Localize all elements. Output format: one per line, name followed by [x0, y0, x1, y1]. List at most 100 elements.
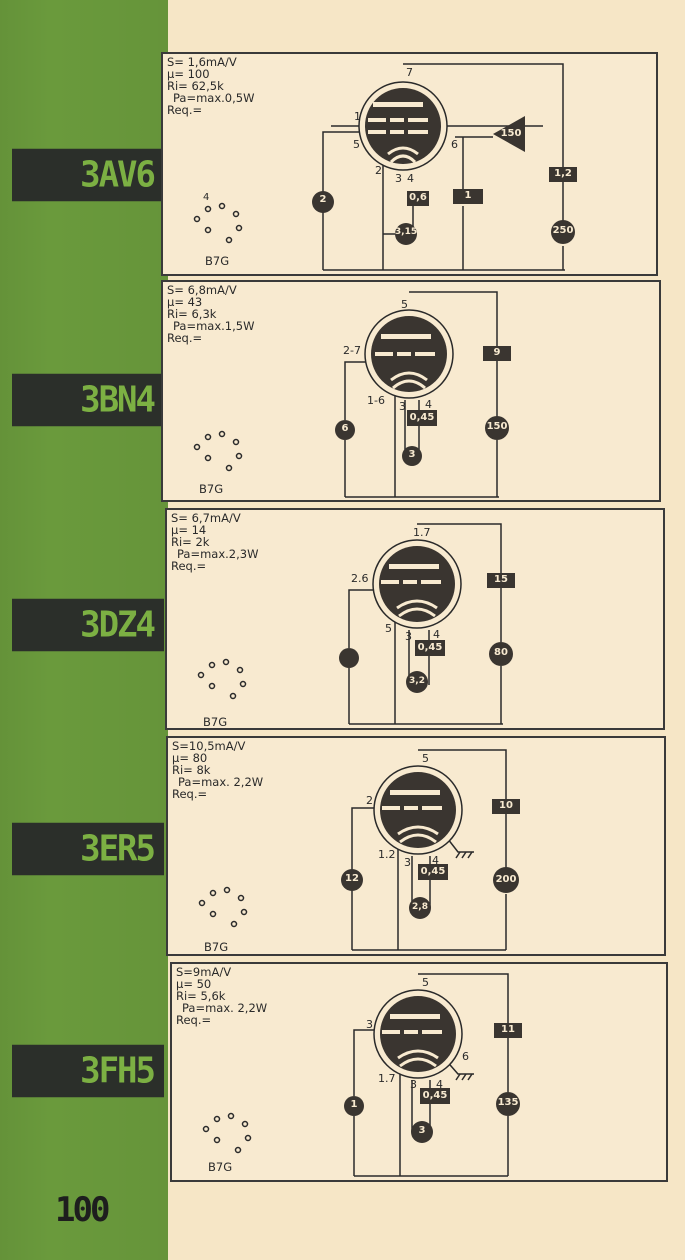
- r2-value: 1,2: [554, 168, 572, 179]
- heater-value: 3: [408, 449, 416, 460]
- circuit-diagram: [193, 63, 577, 271]
- pin-2-label: 2: [375, 164, 382, 177]
- tube-label-3er5: 3ER5: [12, 822, 164, 876]
- pin-1-7-label: 1.7: [413, 526, 431, 539]
- plate-voltage: 200: [495, 874, 517, 885]
- pin-3-top-label: 3: [366, 1018, 373, 1031]
- pin-5-label: 5: [385, 622, 392, 635]
- pin-2-label: 2: [366, 794, 373, 807]
- plate-resistor: 9: [493, 347, 501, 358]
- heater-voltage: 0,45: [422, 1090, 448, 1101]
- spec-block: S= 6,8mA/V μ= 43 Ri= 6,3k Pa=max.1,5W Re…: [167, 284, 254, 344]
- base-type: B7G: [199, 482, 224, 496]
- plate-resistor: 11: [501, 1024, 515, 1035]
- spec-ri: Ri= 8k: [172, 763, 211, 777]
- heater-voltage: 0,45: [420, 866, 446, 877]
- heater-voltage: 0,6: [409, 192, 427, 203]
- tube-label-3av6: 3AV6: [12, 148, 164, 202]
- heater-value: 3,15: [394, 227, 418, 237]
- spec-req: Req.=: [167, 103, 203, 117]
- pin-5-label: 5: [422, 976, 429, 989]
- panel-3fh5: S=9mA/V μ= 50 Ri= 5,6k Pa=max. 2,2W Req.…: [170, 962, 668, 1182]
- spec-req: Req.=: [172, 787, 208, 801]
- spec-pa: Pa=max. 2,2W: [178, 775, 264, 789]
- spec-block: S= 1,6mA/V μ= 100 Ri= 62,5k Pa=max.0,5W …: [167, 56, 254, 116]
- heater-value: 2,8: [412, 902, 428, 912]
- circuit-diagram: [197, 523, 515, 725]
- pin-1-2-label: 1.2: [378, 848, 396, 861]
- spec-ri: Ri= 5,6k: [176, 989, 226, 1003]
- base-type: B7G: [203, 715, 228, 729]
- pin-2-7-label: 2-7: [343, 344, 361, 357]
- pin-7-label: 7: [406, 66, 413, 79]
- pin-5-label: 5: [353, 138, 360, 151]
- plate-resistor: 15: [494, 574, 508, 585]
- spec-pa: Pa=max.1,5W: [173, 319, 255, 333]
- panel-3av6: S= 1,6mA/V μ= 100 Ri= 62,5k Pa=max.0,5W …: [161, 52, 658, 276]
- circuit-diagram: [193, 291, 511, 498]
- spec-s: S=9mA/V: [176, 965, 232, 979]
- base-type: B7G: [204, 940, 229, 954]
- heater-voltage: 0,45: [409, 412, 435, 423]
- pin-4-label: 4: [432, 854, 439, 867]
- spec-ri: Ri= 6,3k: [167, 307, 217, 321]
- grid-value: 1: [350, 1099, 358, 1110]
- tube-label-3bn4: 3BN4: [12, 373, 164, 427]
- output-value: 150: [500, 128, 522, 139]
- tube-label-3dz4: 3DZ4: [12, 598, 164, 652]
- spec-s: S= 1,6mA/V: [167, 55, 237, 69]
- heater-voltage: 0,45: [417, 642, 443, 653]
- spec-mu: μ= 50: [176, 977, 212, 991]
- circuit-diagram: [202, 973, 522, 1177]
- pin-3-label: 3: [410, 1078, 417, 1091]
- heater-value: 3,2: [409, 676, 425, 686]
- spec-req: Req.=: [167, 331, 203, 345]
- panel-3bn4: S= 6,8mA/V μ= 43 Ri= 6,3k Pa=max.1,5W Re…: [161, 280, 661, 502]
- pin-3-label: 3: [399, 400, 406, 413]
- pin-1-7-label: 1.7: [378, 1072, 396, 1085]
- spec-block: S= 6,7mA/V μ= 14 Ri= 2k Pa=max.2,3W Req.…: [171, 512, 258, 572]
- r1-value: 1: [464, 190, 472, 201]
- plate-voltage: 80: [494, 647, 508, 658]
- panel-3er5: S=10,5mA/V μ= 80 Ri= 8k Pa=max. 2,2W Req…: [166, 736, 666, 956]
- base-type: B7G: [205, 254, 230, 268]
- spec-mu: μ= 80: [172, 751, 208, 765]
- spec-pa: Pa=max.0,5W: [173, 91, 255, 105]
- spec-pa: Pa=max. 2,2W: [182, 1001, 268, 1015]
- pin-4-label: 4: [407, 172, 414, 185]
- heater-value: 3: [418, 1125, 426, 1136]
- tube-label-3fh5: 3FH5: [12, 1044, 164, 1098]
- pin-5-label: 5: [422, 752, 429, 765]
- spec-s: S=10,5mA/V: [172, 739, 246, 753]
- spec-mu: μ= 43: [167, 295, 203, 309]
- pin-4-label: 4: [433, 628, 440, 641]
- panel-3dz4: S= 6,7mA/V μ= 14 Ri= 2k Pa=max.2,3W Req.…: [165, 508, 665, 730]
- pin-3-label: 3: [395, 172, 402, 185]
- pin-6-label: 6: [462, 1050, 469, 1063]
- plate-voltage: 150: [486, 421, 508, 432]
- page-number: 100: [55, 1190, 110, 1230]
- spec-mu: μ= 100: [167, 67, 210, 81]
- plate-resistor: 10: [499, 800, 513, 811]
- pin-2-6-label: 2.6: [351, 572, 369, 585]
- spec-s: S= 6,8mA/V: [167, 283, 237, 297]
- plate-voltage: 250: [552, 225, 574, 236]
- spec-block: S=10,5mA/V μ= 80 Ri= 8k Pa=max. 2,2W Req…: [172, 740, 263, 800]
- spec-pa: Pa=max.2,3W: [177, 547, 259, 561]
- pin-6-label: 6: [451, 138, 458, 151]
- base-type: B7G: [208, 1160, 233, 1174]
- spec-req: Req.=: [171, 559, 207, 573]
- pin-1-label: 1: [354, 110, 361, 123]
- spec-ri: Ri= 2k: [171, 535, 210, 549]
- circuit-diagram: [198, 749, 520, 951]
- pin-1-6-label: 1-6: [367, 394, 385, 407]
- pin-4-label: 4: [425, 398, 432, 411]
- spec-ri: Ri= 62,5k: [167, 79, 224, 93]
- pin-5-label: 5: [401, 298, 408, 311]
- spec-block: S=9mA/V μ= 50 Ri= 5,6k Pa=max. 2,2W Req.…: [176, 966, 267, 1026]
- spec-s: S= 6,7mA/V: [171, 511, 241, 525]
- spec-req: Req.=: [176, 1013, 212, 1027]
- grid-value: 2: [319, 194, 327, 205]
- plate-voltage: 135: [497, 1097, 519, 1108]
- spec-mu: μ= 14: [171, 523, 207, 537]
